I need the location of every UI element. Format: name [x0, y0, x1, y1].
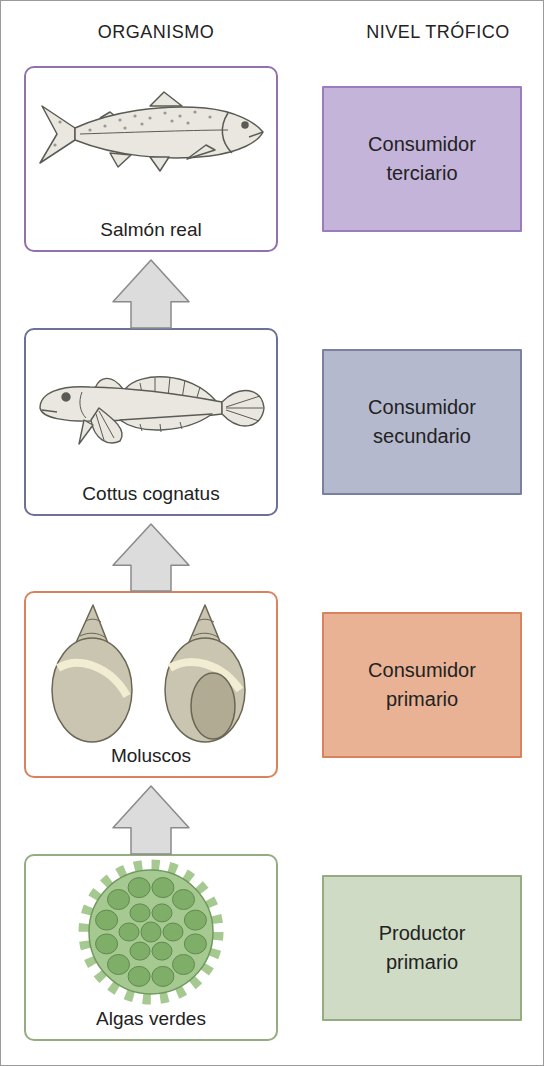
trophic-level-name: Consumidor terciario [347, 130, 497, 188]
organism-box: Moluscos [24, 591, 278, 778]
organism-box: Algas verdes [24, 854, 278, 1041]
block-arrow [113, 260, 189, 328]
trophic-level-box: Consumidor secundario [322, 349, 522, 495]
trophic-level-name: Productor primario [347, 919, 497, 977]
trophic-level-box: Consumidor primario [322, 612, 522, 758]
block-arrow [113, 786, 189, 854]
algae-illustration [85, 866, 217, 998]
food-chain-arrow [113, 786, 189, 854]
snail-illustration [52, 605, 245, 742]
organism-name: Cottus cognatus [82, 483, 219, 505]
trophic-level-name: Consumidor primario [347, 656, 497, 714]
organism-box: Salmón real [24, 66, 278, 252]
salmon-illustration [40, 92, 263, 171]
trophic-level-name: Consumidor secundario [347, 393, 497, 451]
organism-name: Algas verdes [96, 1008, 206, 1030]
organism-box: Cottus cognatus [24, 328, 278, 516]
trophic-level-box: Productor primario [322, 875, 522, 1021]
column-header: ORGANISMO [98, 22, 215, 43]
food-chain-arrow [113, 524, 189, 591]
organism-name: Moluscos [111, 745, 191, 767]
food-chain-arrow [113, 260, 189, 328]
trophic-level-box: Consumidor terciario [322, 86, 522, 232]
column-header: NIVEL TRÓFICO [366, 22, 510, 43]
sculpin-illustration [40, 377, 264, 444]
block-arrow [113, 524, 189, 591]
organism-name: Salmón real [100, 219, 201, 241]
